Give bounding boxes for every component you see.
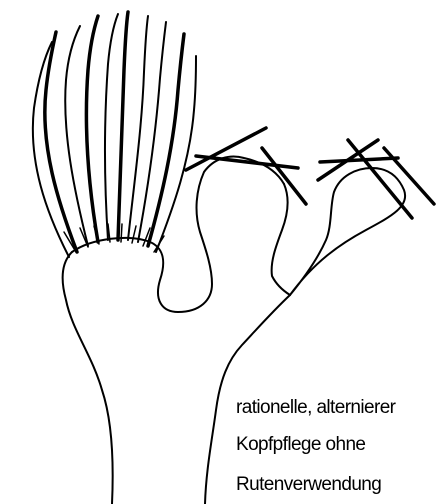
shoot-5 bbox=[105, 14, 118, 240]
shoot-6 bbox=[118, 12, 128, 240]
shoot-8 bbox=[138, 22, 166, 242]
head-shoots bbox=[33, 12, 196, 257]
shoot-3 bbox=[65, 26, 88, 246]
caption-line-2: Kopfpflege ohne bbox=[236, 435, 365, 454]
shoot-2 bbox=[45, 32, 77, 252]
right-branch-cuts bbox=[318, 140, 434, 218]
caption-line-1: rationelle, alternierer bbox=[236, 398, 395, 417]
shoot-10 bbox=[156, 56, 196, 252]
shoot-1 bbox=[33, 42, 69, 257]
middle-branch-cuts bbox=[186, 128, 306, 204]
shoot-4 bbox=[86, 16, 98, 242]
caption-line-3: Rutenverwendung bbox=[236, 475, 381, 494]
